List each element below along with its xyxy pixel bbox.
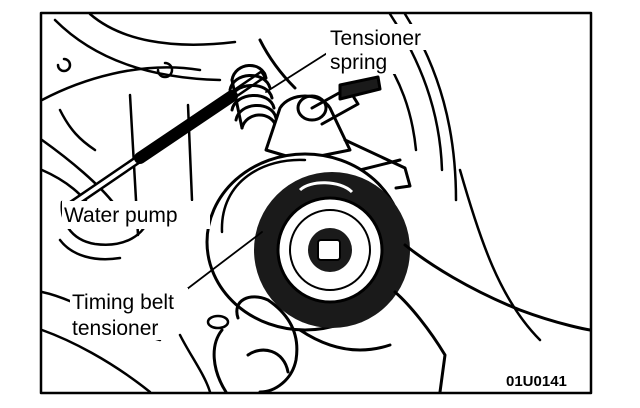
tensioner-spring (228, 64, 278, 130)
label-tensioner-spring-line2: spring (330, 51, 387, 74)
label-timing-belt-tensioner-line1: Timing belt (72, 291, 174, 314)
label-water-pump: Water pump (64, 204, 178, 227)
frame-border (39, 11, 593, 395)
tensioner-bracket (258, 38, 412, 190)
engine-block-right (378, 12, 542, 342)
label-tensioner-spring-line1: Tensioner (330, 27, 421, 50)
tensioner-pulley (205, 152, 410, 332)
leader-tensioner-spring (265, 49, 333, 93)
hand (212, 243, 592, 394)
figure-code: 01U0141 (506, 373, 567, 390)
label-timing-belt-tensioner-line2: tensioner (72, 317, 158, 340)
